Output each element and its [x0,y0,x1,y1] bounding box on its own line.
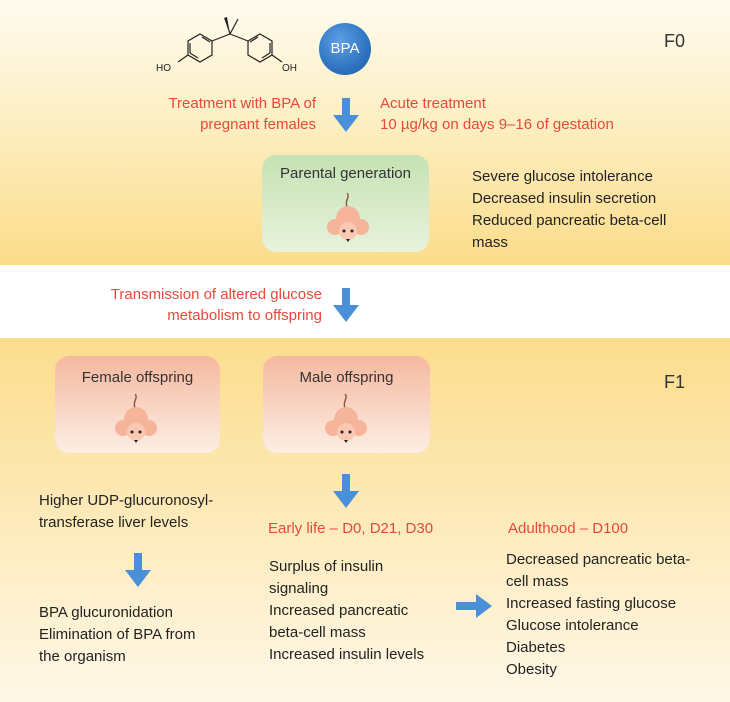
transmission-line1: Transmission of altered glucose [110,286,322,303]
adulthood-effect-5: Diabetes [506,639,566,656]
parental-generation-box: Parental generation [262,155,429,252]
treatment-right-line2: 10 µg/kg on days 9–16 of gestation [380,116,614,133]
right-arrow-icon [456,594,492,618]
molecule-oh-left: HO [156,63,171,74]
early-life-effect-1: Surplus of insulin [269,558,384,575]
treatment-left-line1: Treatment with BPA of [168,95,316,112]
female-effect-1: Higher UDP-glucuronosyl- [39,492,214,509]
adulthood-effect-2: cell mass [506,573,569,590]
bpa-badge: BPA [319,23,371,75]
generation-label-f1: F1 [664,372,686,392]
down-arrow-icon [333,288,359,322]
parental-box-label: Parental generation [280,165,411,182]
early-life-effect-4: beta-cell mass [269,624,366,641]
down-arrow-icon [125,553,151,587]
down-arrow-icon [333,98,359,132]
female-outcome-1: BPA glucuronidation [39,604,173,621]
early-life-title: Early life – D0, D21, D30 [268,520,434,537]
female-box-label: Female offspring [81,369,194,386]
adulthood-effect-6: Obesity [506,661,557,678]
mouse-icon [327,193,369,242]
early-life-effect-2: signaling [269,580,329,597]
bpa-badge-label: BPA [330,40,360,57]
adulthood-title: Adulthood – D100 [508,520,629,537]
molecule-oh-right: OH [282,63,297,74]
male-offspring-box: Male offspring [263,356,430,453]
transmission-line2: metabolism to offspring [167,307,322,324]
down-arrow-icon [333,474,359,508]
female-outcome-3: the organism [39,648,126,665]
male-box-label: Male offspring [299,369,394,386]
mouse-icon [115,394,157,443]
treatment-left-line2: pregnant females [200,116,316,133]
adulthood-effect-1: Decreased pancreatic beta- [506,551,691,568]
parental-effect-3: Reduced pancreatic beta-cell [472,212,667,229]
female-offspring-box: Female offspring [55,356,220,453]
female-outcome-2: Elimination of BPA from [39,626,196,643]
adulthood-effect-3: Increased fasting glucose [506,595,677,612]
early-life-effect-5: Increased insulin levels [269,646,425,663]
treatment-right-line1: Acute treatment [380,95,486,112]
adulthood-effect-4: Glucose intolerance [506,617,639,634]
female-effect-2: transferase liver levels [39,514,189,531]
mouse-icon [325,394,367,443]
bpa-molecule-icon: HO OH [156,17,297,74]
parental-effect-2: Decreased insulin secretion [472,190,657,207]
early-life-effect-3: Increased pancreatic [269,602,409,619]
parental-effect-4: mass [472,234,508,251]
parental-effect-1: Severe glucose intolerance [472,168,653,185]
generation-label-f0: F0 [664,31,686,51]
